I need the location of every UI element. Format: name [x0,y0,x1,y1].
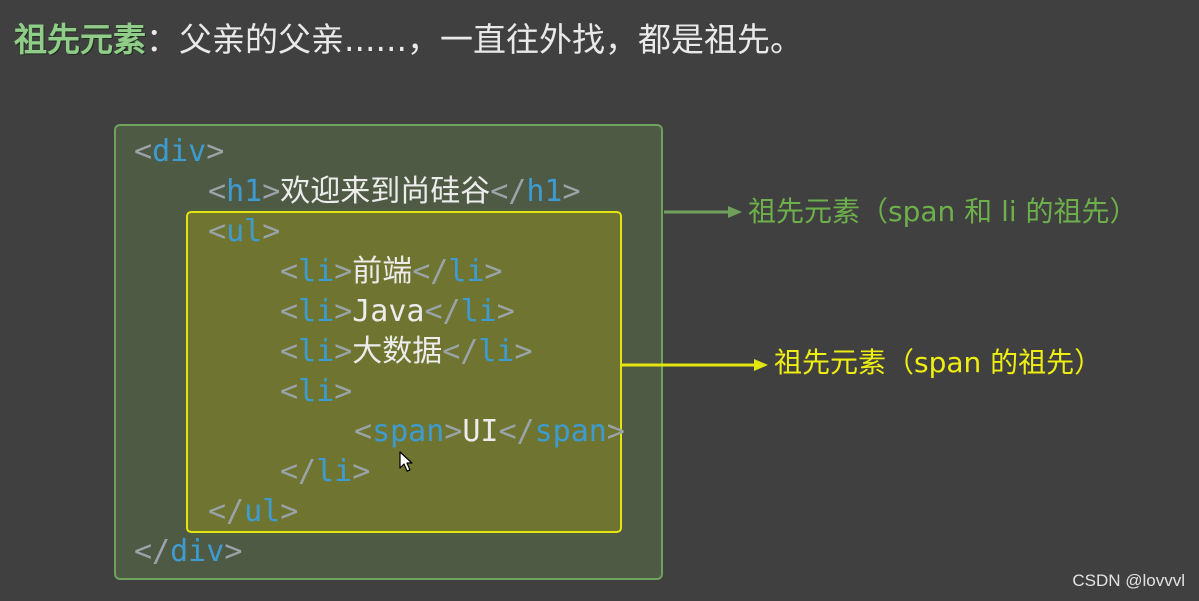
watermark: CSDN @lovvvl [1072,571,1185,590]
slide-heading: 祖先元素：父亲的父亲......，一直往外找，都是祖先。 [14,14,803,66]
arrow-right-icon [622,359,768,371]
mouse-pointer-icon [399,451,413,472]
arrow-right-icon [664,206,742,218]
inner-ancestor-annotation: 祖先元素（span 的祖先） [774,346,1103,379]
heading-term: 祖先元素 [14,20,146,59]
ul-ancestor-box [186,211,622,533]
outer-ancestor-annotation: 祖先元素（span 和 li 的祖先） [748,195,1138,228]
heading-description: ：父亲的父亲......，一直往外找，都是祖先。 [146,20,803,59]
